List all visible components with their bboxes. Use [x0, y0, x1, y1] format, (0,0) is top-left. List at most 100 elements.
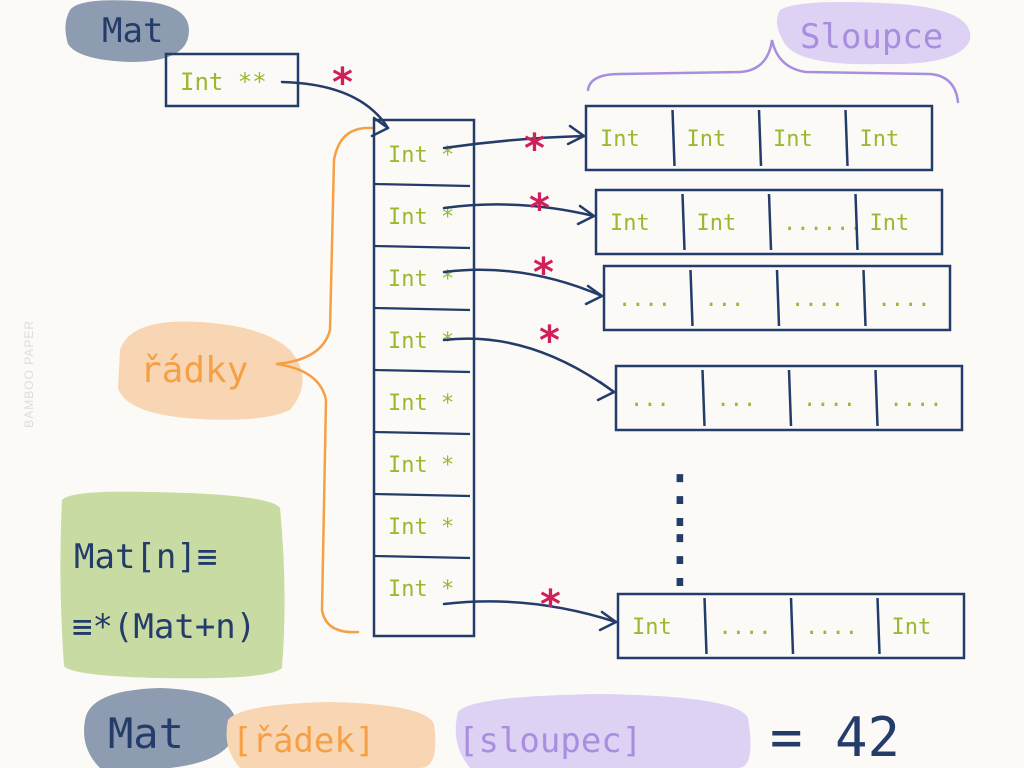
- asterisk-mark: *: [539, 318, 560, 364]
- row-cell: ...: [630, 387, 670, 412]
- row-array-border: [594, 188, 944, 256]
- mat-label-blob: [65, 0, 189, 62]
- pointer-column-divider: [373, 244, 471, 250]
- pointer-column: [372, 118, 476, 638]
- bottom-result-label: = 42: [770, 706, 900, 768]
- pointer-column-divider: [373, 492, 471, 498]
- row-cell-divider: [854, 193, 859, 251]
- row-cell: ....: [618, 287, 671, 312]
- row-cell: ......: [783, 211, 862, 236]
- arrow-head: [370, 116, 390, 138]
- bottom-mat-blob: [84, 688, 237, 768]
- row-array-border: [584, 104, 934, 172]
- pointer-arrow: *: [442, 318, 616, 402]
- row-cell: ....: [890, 387, 943, 412]
- row-cell: Int: [870, 211, 910, 236]
- row-cell: Int: [892, 615, 932, 640]
- formula-line1: Mat[n]≡: [74, 537, 217, 577]
- row-cell: Int: [600, 127, 640, 152]
- asterisk-mark: *: [529, 186, 550, 232]
- pointer-column-divider: [373, 182, 471, 188]
- pointer-column-cells: Int *Int *Int *Int *Int *Int *Int *Int *: [373, 143, 471, 602]
- asterisk-mark: *: [533, 250, 554, 296]
- row-array-border: [614, 364, 964, 432]
- row-cell-divider: [844, 109, 849, 167]
- pointer-column-cell: Int *: [388, 577, 454, 602]
- radky-label: řádky: [140, 350, 248, 391]
- pointer-column-cell: Int *: [388, 391, 454, 416]
- row-cell: Int: [687, 127, 727, 152]
- vertical-ellipsis-2: ⋮: [648, 522, 712, 596]
- arrow-head: [576, 204, 596, 226]
- arrow-line: [442, 203, 596, 218]
- row-array: Int Int Int Int: [584, 104, 934, 172]
- arrow-line: [442, 268, 604, 298]
- row-cell: ...: [717, 387, 757, 412]
- pointer-column-divider: [373, 368, 471, 374]
- pointer-column-cell: Int *: [388, 205, 454, 230]
- sloupce-label: Sloupce: [800, 17, 943, 57]
- row-cell: Int: [773, 127, 813, 152]
- row-array: ...............: [602, 264, 952, 332]
- pointer-column-cell: Int *: [388, 329, 454, 354]
- pointer-arrow: *: [442, 124, 586, 172]
- radky-brace: [275, 126, 374, 634]
- pointer-arrow: *: [280, 60, 390, 138]
- row-cell-divider: [757, 109, 763, 167]
- arrow-line: [280, 80, 390, 130]
- bottom-mat-label: Mat: [108, 709, 184, 758]
- row-cell-divider: [689, 269, 694, 327]
- bottom-radek-label: [řádek]: [232, 721, 375, 761]
- row-cell-divider: [701, 369, 706, 427]
- row-cell: Int: [632, 615, 672, 640]
- arrows: * * * * * *: [280, 60, 618, 632]
- mat-pointer-cell: [164, 52, 300, 108]
- row-cell: ....: [805, 615, 858, 640]
- mat-pointer-text: Int **: [180, 68, 267, 96]
- pointer-column-cell: Int *: [388, 453, 454, 478]
- row-cell-divider: [876, 597, 881, 655]
- row-cell-divider: [767, 193, 773, 251]
- row-cell: ....: [719, 615, 772, 640]
- formula-line2: ≡*(Mat+n): [72, 607, 256, 647]
- row-cell-divider: [789, 597, 795, 655]
- row-array: Int Int...... Int: [594, 188, 944, 256]
- arrow-head: [566, 124, 586, 146]
- bottom-radek-blob: [226, 702, 436, 768]
- row-cell-divider: [775, 269, 781, 327]
- arrow-head: [598, 610, 618, 632]
- vertical-ellipsis: ⋮: [648, 462, 712, 536]
- row-cell: Int: [697, 211, 737, 236]
- pointer-column-divider: [373, 554, 471, 560]
- row-cell: Int: [610, 211, 650, 236]
- arrow-head: [596, 380, 616, 402]
- row-cell: ....: [803, 387, 856, 412]
- sloupce-brace: [586, 39, 960, 104]
- row-cell-divider: [671, 109, 676, 167]
- arrow-head: [584, 284, 604, 306]
- asterisk-mark: *: [332, 60, 353, 106]
- sloupce-label-blob: [776, 2, 971, 65]
- row-cell-divider: [862, 269, 867, 327]
- pointer-arrow: *: [442, 250, 604, 306]
- row-cell-divider: [874, 369, 879, 427]
- bottom-sloupec-label: [sloupec]: [458, 721, 642, 761]
- mat-label: Mat: [102, 11, 163, 51]
- pointer-column-cell: Int *: [388, 515, 454, 540]
- row-cell: ....: [791, 287, 844, 312]
- arrow-line: [442, 134, 586, 150]
- arrow-line: [442, 600, 618, 624]
- radky-label-blob: [118, 321, 303, 420]
- row-cell: ....: [878, 287, 931, 312]
- row-array-border: [602, 264, 952, 332]
- pointer-arrow: *: [442, 186, 596, 232]
- row-cell-divider: [703, 597, 708, 655]
- formula-blob: [60, 491, 285, 679]
- row-array: ..............: [614, 364, 964, 432]
- asterisk-mark: *: [540, 582, 561, 628]
- pointer-column-divider: [373, 430, 471, 436]
- row-cell: Int: [860, 127, 900, 152]
- row-cell-divider: [787, 369, 793, 427]
